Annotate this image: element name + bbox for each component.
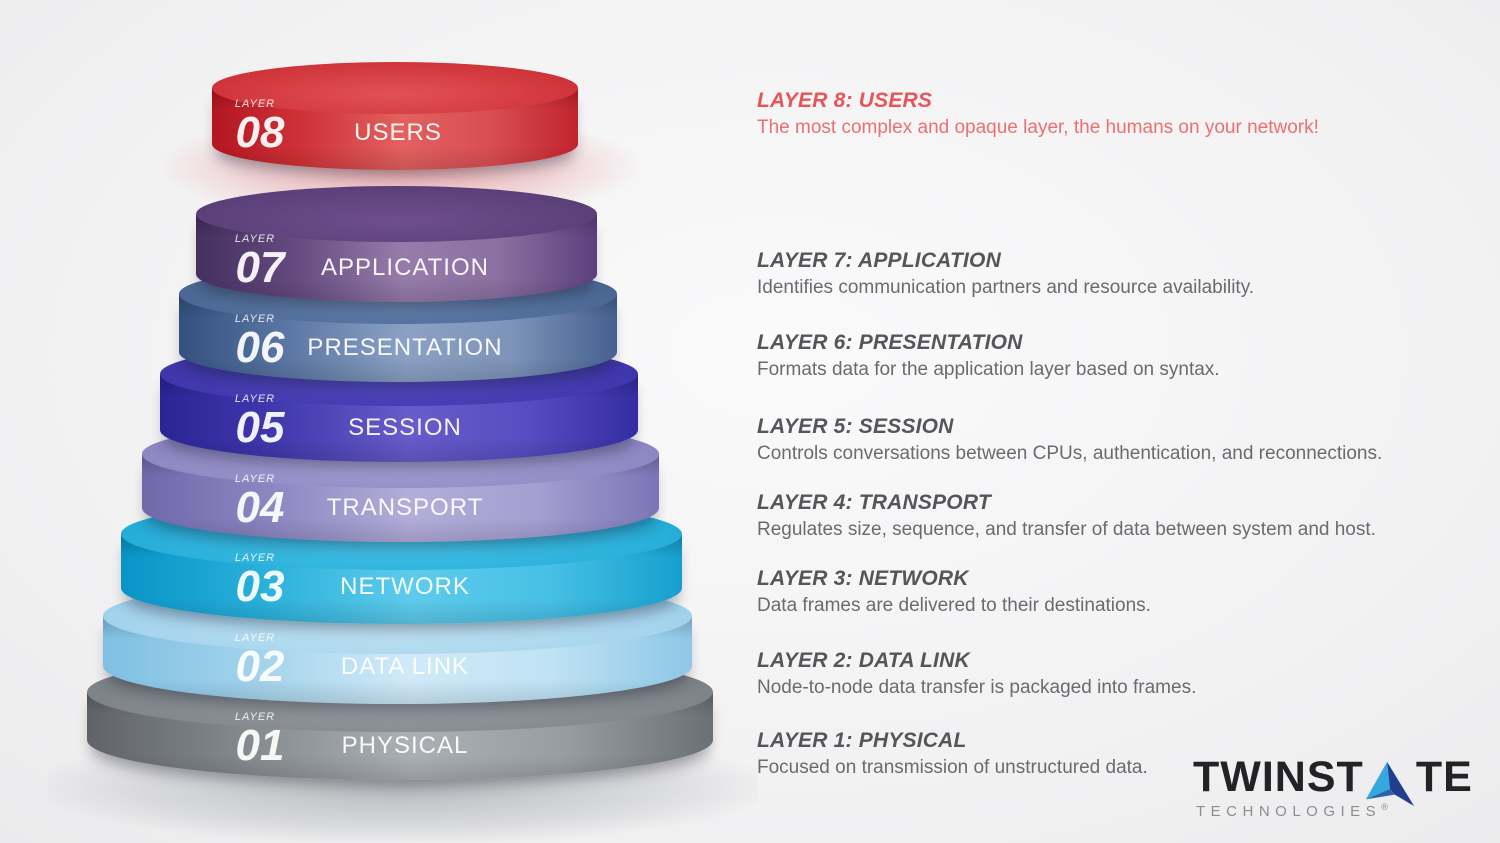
layer-number: 08: [235, 108, 285, 157]
layer-number: 03: [235, 562, 285, 611]
registered-mark: ®: [1381, 802, 1388, 812]
entry-layer-6: LAYER 6: PRESENTATION Formats data for t…: [757, 330, 1437, 381]
entry-heading: LAYER 3: NETWORK: [757, 567, 969, 590]
entry-layer-4: LAYER 4: TRANSPORT Regulates size, seque…: [757, 490, 1437, 541]
entry-description: Node-to-node data transfer is packaged i…: [757, 677, 1197, 698]
entry-layer-2: LAYER 2: DATA LINK Node-to-node data tra…: [757, 648, 1437, 699]
layer-tag: LAYER: [234, 98, 276, 110]
layer-tag: LAYER: [234, 393, 276, 405]
layer-name: DATA LINK: [340, 653, 470, 680]
layer-number: 01: [235, 721, 285, 770]
brand-suffix: TE: [1415, 753, 1473, 801]
band-label-4: LAYER 04: [200, 472, 320, 530]
layer-tag: LAYER: [234, 711, 276, 723]
layer-number: 07: [235, 243, 285, 292]
entry-description: Identifies communication partners and re…: [757, 277, 1255, 298]
disc-top: [196, 186, 597, 242]
layer-name: SESSION: [348, 414, 462, 441]
entry-layer-3: LAYER 3: NETWORK Data frames are deliver…: [757, 566, 1437, 617]
entry-description: Data frames are delivered to their desti…: [757, 595, 1151, 616]
disc-layer-7: [196, 186, 597, 302]
layer-number: 06: [235, 323, 285, 372]
disc-top: [212, 62, 578, 114]
entry-layer-5: LAYER 5: SESSION Controls conversations …: [757, 414, 1437, 465]
band-label-5: LAYER 05: [200, 392, 320, 450]
twinstate-wordmark: TWINST TE: [1193, 753, 1473, 807]
layer-number: 05: [235, 403, 285, 452]
logo-subtitle: TECHNOLOGIES®: [1196, 802, 1388, 820]
entry-description: The most complex and opaque layer, the h…: [757, 117, 1319, 138]
layer-tag: LAYER: [234, 233, 276, 245]
layer-tag: LAYER: [234, 632, 276, 644]
entry-heading: LAYER 8: USERS: [757, 89, 933, 112]
entry-description: Regulates size, sequence, and transfer o…: [757, 519, 1376, 540]
layer-tag: LAYER: [234, 473, 276, 485]
entry-layer-8: LAYER 8: USERS The most complex and opaq…: [757, 88, 1437, 139]
entry-description: Formats data for the application layer b…: [757, 359, 1220, 380]
disc-layer-8: [212, 62, 578, 170]
layer-name: APPLICATION: [321, 254, 489, 281]
disc-layer-5: [160, 342, 638, 462]
entry-heading: LAYER 1: PHYSICAL: [757, 729, 967, 752]
band-label-3: LAYER 03: [200, 551, 320, 609]
layer-tag: LAYER: [234, 552, 276, 564]
brand-prefix: TWINST: [1193, 753, 1364, 801]
entry-heading: LAYER 4: TRANSPORT: [757, 491, 991, 514]
band-label-2: LAYER 02: [200, 631, 320, 689]
band-label-8: LAYER 08: [200, 97, 320, 155]
entry-description: Focused on transmission of unstructured …: [757, 757, 1148, 778]
layer-name: PRESENTATION: [307, 334, 503, 361]
disc-layer-4: [142, 420, 659, 542]
entry-heading: LAYER 2: DATA LINK: [757, 649, 970, 672]
layer-name: PHYSICAL: [341, 732, 469, 759]
entry-description: Controls conversations between CPUs, aut…: [757, 443, 1383, 464]
layer-name: TRANSPORT: [326, 494, 484, 521]
entry-heading: LAYER 5: SESSION: [757, 415, 954, 438]
layer-number: 02: [235, 642, 285, 691]
layer-number: 04: [235, 483, 285, 532]
layer-name: USERS: [354, 119, 442, 146]
entry-layer-1: LAYER 1: PHYSICAL Focused on transmissio…: [757, 728, 1437, 779]
entry-heading: LAYER 7: APPLICATION: [757, 249, 1001, 272]
layer-name: NETWORK: [340, 573, 470, 600]
twinstate-logo: TWINST TE TECHNOLOGIES®: [1193, 753, 1473, 821]
entry-heading: LAYER 6: PRESENTATION: [757, 331, 1023, 354]
band-label-6: LAYER 06: [200, 312, 320, 370]
band-label-1: LAYER 01: [200, 710, 320, 768]
entry-layer-7: LAYER 7: APPLICATION Identifies communic…: [757, 248, 1437, 299]
layer-tag: LAYER: [234, 313, 276, 325]
band-label-7: LAYER 07: [200, 232, 320, 290]
arrow-icon: [1365, 761, 1414, 807]
